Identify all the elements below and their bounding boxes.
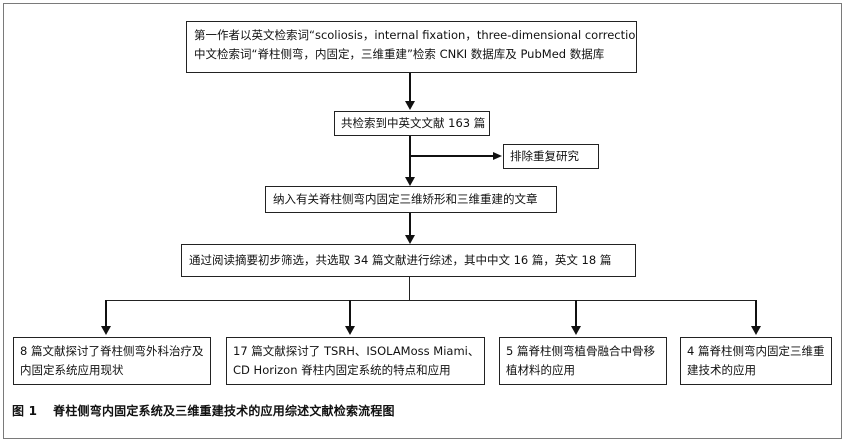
figure-number: 图 1 bbox=[12, 404, 38, 418]
category-1-line-2: 内固定系统应用现状 bbox=[20, 363, 124, 377]
exclude-arrowhead bbox=[493, 152, 502, 160]
arrowhead-3 bbox=[405, 235, 415, 244]
branch-arrow-2 bbox=[349, 300, 351, 328]
arrowhead-1 bbox=[405, 101, 415, 110]
branch-arrowhead-4 bbox=[751, 326, 761, 335]
figure-title: 脊柱侧弯内固定系统及三维重建技术的应用综述文献检索流程图 bbox=[53, 404, 395, 418]
arrow-shaft-1 bbox=[409, 73, 411, 103]
screening-result-box: 通过阅读摘要初步筛选，共选取 34 篇文献进行综述，其中中文 16 篇，英文 1… bbox=[181, 244, 636, 277]
arrowhead-2 bbox=[405, 177, 415, 186]
distribution-bar bbox=[106, 300, 756, 301]
category-box-fixation-systems: 17 篇文献探讨了 TSRH、ISOLAMoss Miami、 CD Horiz… bbox=[226, 337, 485, 385]
branch-arrow-1 bbox=[105, 300, 107, 328]
branch-arrowhead-3 bbox=[571, 326, 581, 335]
figure-caption: 图 1 脊柱侧弯内固定系统及三维重建技术的应用综述文献检索流程图 bbox=[12, 402, 395, 419]
exclude-duplicates-text: 排除重复研究 bbox=[510, 149, 579, 163]
category-3-line-2: 植材料的应用 bbox=[506, 363, 575, 377]
branch-arrow-4 bbox=[755, 300, 757, 328]
category-3-line-1: 5 篇脊柱侧弯植骨融合中骨移 bbox=[506, 344, 655, 358]
category-box-bone-graft: 5 篇脊柱侧弯植骨融合中骨移 植材料的应用 bbox=[499, 337, 667, 385]
arrow-shaft-2 bbox=[409, 136, 411, 179]
category-4-line-2: 建技术的应用 bbox=[687, 363, 756, 377]
category-box-3d-reconstruction: 4 篇脊柱侧弯内固定三维重 建技术的应用 bbox=[680, 337, 832, 385]
category-box-surgical-treatment: 8 篇文献探讨了脊柱侧弯外科治疗及 内固定系统应用现状 bbox=[13, 337, 211, 385]
category-2-line-1: 17 篇文献探讨了 TSRH、ISOLAMoss Miami、 bbox=[233, 344, 480, 358]
exclude-branch-line bbox=[410, 155, 494, 157]
branch-arrow-3 bbox=[575, 300, 577, 328]
category-2-line-2: CD Horizon 脊柱内固定系统的特点和应用 bbox=[233, 363, 451, 377]
search-strategy-line-1: 第一作者以英文检索词“scoliosis，internal fixation，t… bbox=[194, 28, 637, 42]
search-strategy-box: 第一作者以英文检索词“scoliosis，internal fixation，t… bbox=[186, 21, 637, 73]
branch-arrowhead-2 bbox=[345, 326, 355, 335]
retrieved-count-text: 共检索到中英文文献 163 篇 bbox=[341, 116, 486, 130]
arrow-shaft-3 bbox=[409, 213, 411, 237]
exclude-duplicates-box: 排除重复研究 bbox=[503, 144, 599, 169]
screening-result-text: 通过阅读摘要初步筛选，共选取 34 篇文献进行综述，其中中文 16 篇，英文 1… bbox=[189, 253, 612, 267]
inclusion-criteria-text: 纳入有关脊柱侧弯内固定三维矫形和三维重建的文章 bbox=[273, 192, 538, 206]
inclusion-criteria-box: 纳入有关脊柱侧弯内固定三维矫形和三维重建的文章 bbox=[265, 186, 557, 213]
category-4-line-1: 4 篇脊柱侧弯内固定三维重 bbox=[687, 344, 825, 358]
category-1-line-1: 8 篇文献探讨了脊柱侧弯外科治疗及 bbox=[20, 344, 204, 358]
distribution-stem bbox=[409, 277, 410, 300]
branch-arrowhead-1 bbox=[101, 326, 111, 335]
search-strategy-line-2: 中文检索词“脊柱侧弯，内固定，三维重建”检索 CNKI 数据库及 PubMed … bbox=[194, 47, 605, 61]
retrieved-count-box: 共检索到中英文文献 163 篇 bbox=[334, 111, 490, 136]
figure-frame bbox=[3, 3, 842, 439]
